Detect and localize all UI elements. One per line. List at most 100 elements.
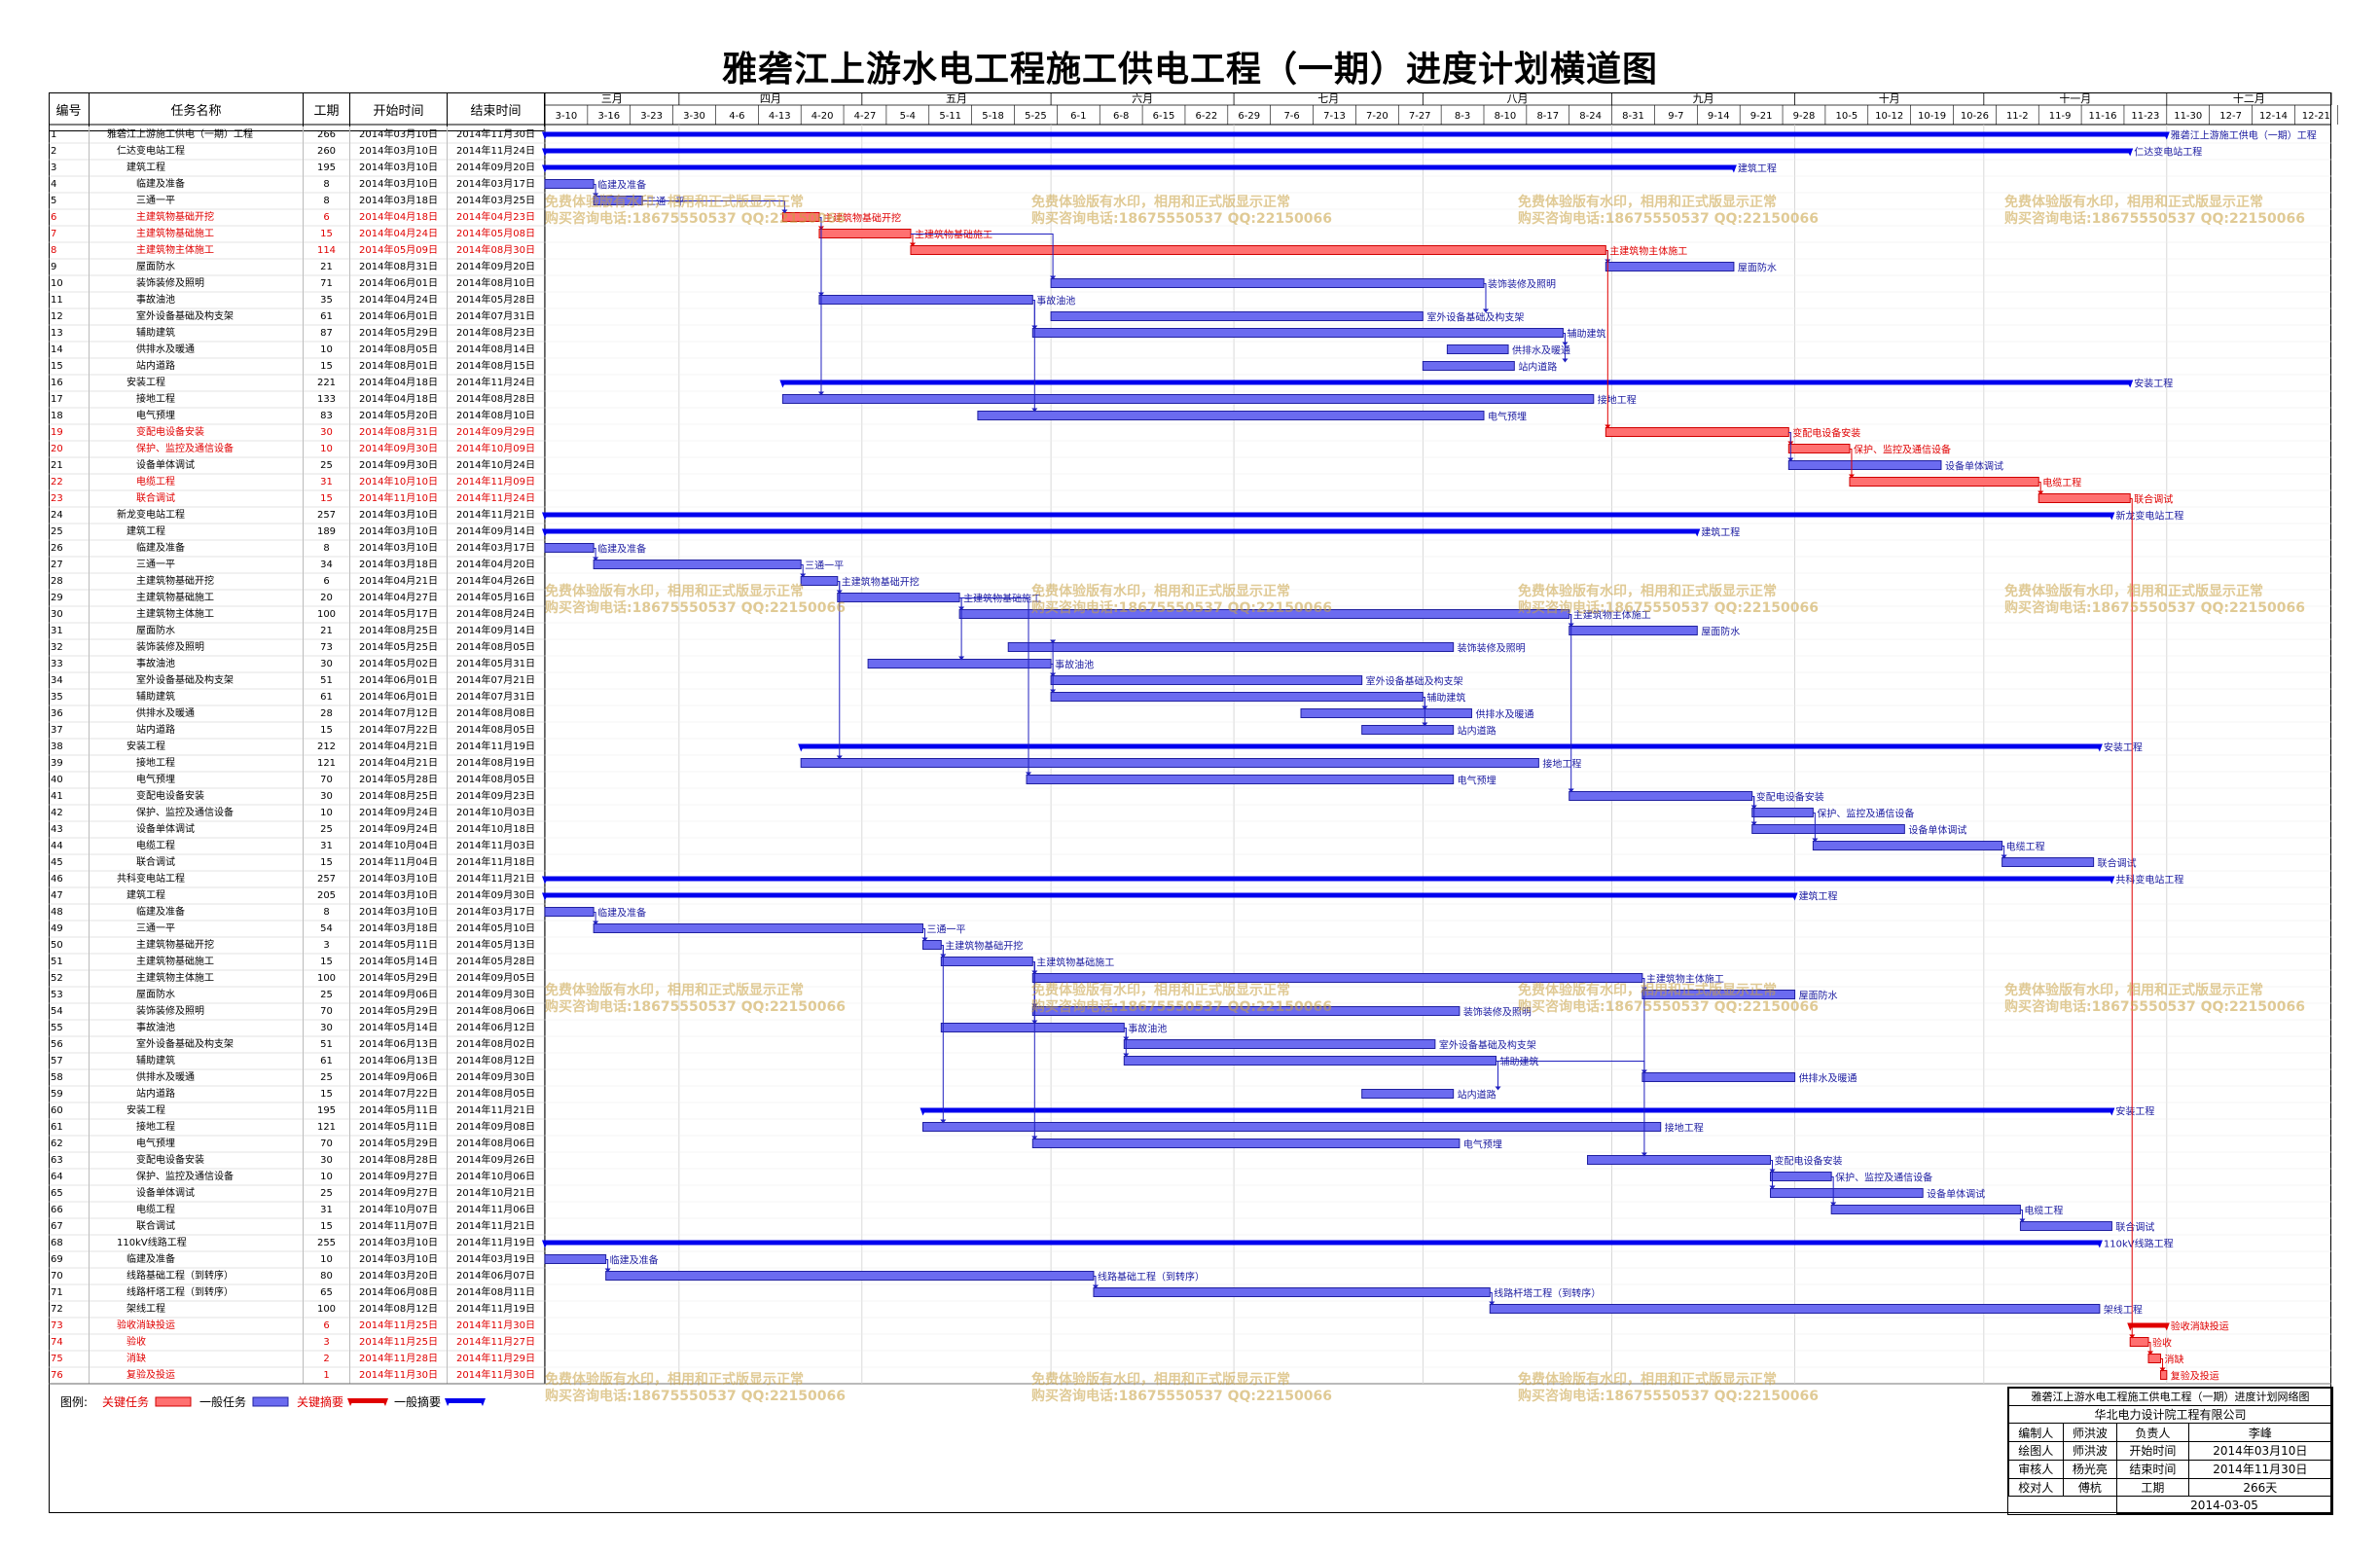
week-label: 12-7	[2219, 111, 2242, 122]
cell-dur: 189	[304, 524, 350, 540]
cell-no: 57	[49, 1053, 90, 1069]
task-bar	[1812, 841, 2003, 850]
summary-cap	[2108, 512, 2115, 521]
dependency-link	[2001, 846, 2005, 858]
cell-no: 19	[49, 424, 90, 441]
signoff-cell: 2014年11月30日	[2187, 1459, 2333, 1479]
task-bar	[1587, 1155, 1772, 1165]
cell-dur: 25	[304, 821, 350, 838]
bar-label: 设备单体调试	[1908, 824, 1966, 837]
task-bar	[940, 957, 1033, 966]
cell-dur: 30	[304, 788, 350, 805]
bar-label: 电气预埋	[1458, 775, 1497, 787]
task-bar	[800, 758, 1539, 768]
cell-start: 2014年07月22日	[350, 1086, 448, 1102]
week-label: 4-27	[854, 111, 877, 122]
cell-no: 36	[49, 705, 90, 722]
dependency-arrow	[593, 193, 599, 198]
cell-no: 21	[49, 457, 90, 474]
cell-no: 7	[49, 226, 90, 242]
dependency-arrow	[836, 755, 843, 760]
col-header-no: 编号	[49, 92, 90, 131]
week-label: 5-11	[939, 111, 961, 122]
cell-name: 装饰装修及照明	[90, 1003, 304, 1020]
task-bar	[1489, 1304, 2101, 1314]
bar-label: 屋面防水	[1701, 626, 1740, 638]
signoff-cell: 编制人	[2008, 1423, 2064, 1443]
cell-no: 67	[49, 1218, 90, 1235]
cell-dur: 133	[304, 391, 350, 408]
cell-name: 电气预埋	[90, 1136, 304, 1152]
cell-start: 2014年07月12日	[350, 705, 448, 722]
cell-dur: 61	[304, 689, 350, 705]
signoff-cell: 绘图人	[2008, 1441, 2064, 1461]
task-bar	[867, 659, 1052, 669]
dependency-arrow	[1092, 1284, 1099, 1289]
cell-dur: 15	[304, 954, 350, 970]
week-label: 6-22	[1196, 111, 1218, 122]
cell-dur: 21	[304, 623, 350, 639]
cell-start: 2014年05月29日	[350, 970, 448, 987]
cell-start: 2014年04月18日	[350, 375, 448, 391]
dependency-link	[1051, 664, 1054, 693]
signoff-cell: 李峰	[2187, 1423, 2333, 1443]
cell-name: 电缆工程	[90, 1202, 304, 1218]
cell-name: 仁达变电站工程	[90, 143, 304, 160]
cell-no: 50	[49, 937, 90, 954]
cell-name: 变配电设备安装	[90, 788, 304, 805]
month-label: 八月	[1506, 92, 1528, 105]
bar-label: 接地工程	[1542, 758, 1581, 771]
cell-name: 装饰装修及照明	[90, 275, 304, 292]
month-label: 三月	[601, 92, 623, 105]
cell-no: 66	[49, 1202, 90, 1218]
cell-no: 38	[49, 739, 90, 755]
task-bar	[1446, 344, 1509, 354]
cell-dur: 8	[304, 904, 350, 921]
bar-label: 建筑工程	[1738, 163, 1777, 175]
cell-start: 2014年09月06日	[350, 1069, 448, 1086]
cell-dur: 71	[304, 275, 350, 292]
dependency-arrow	[1031, 1136, 1038, 1140]
cell-no: 62	[49, 1136, 90, 1152]
legend-swatch-summary-caps	[445, 1398, 486, 1406]
bar-label: 联合调试	[2134, 493, 2173, 506]
dependency-arrow	[1787, 457, 1794, 462]
summary-bar	[545, 1240, 2100, 1246]
week-label: 3-10	[556, 111, 578, 122]
dependency-link	[2020, 1210, 2023, 1222]
signoff-cell: 266天	[2187, 1477, 2333, 1498]
week-label: 7-27	[1409, 111, 1431, 122]
summary-cap	[542, 528, 549, 537]
signoff-cell: 审核人	[2008, 1459, 2064, 1479]
cell-name: 保护、监控及通信设备	[90, 1169, 304, 1185]
bar-label: 设备单体调试	[1945, 460, 2003, 473]
task-bar	[1031, 1006, 1460, 1016]
cell-start: 2014年08月05日	[350, 342, 448, 358]
col-header-name: 任务名称	[90, 92, 304, 131]
cell-dur: 31	[304, 474, 350, 490]
cell-name: 事故油池	[90, 656, 304, 672]
signoff-cell: 校对人	[2008, 1477, 2064, 1498]
cell-name: 安装工程	[90, 1102, 304, 1119]
cell-name: 共科变电站工程	[90, 871, 304, 887]
task-bar	[1050, 692, 1424, 702]
cell-no: 60	[49, 1102, 90, 1119]
dependency-arrow	[2129, 1334, 2136, 1339]
week-label: 9-14	[1708, 111, 1730, 122]
week-label: 9-21	[1750, 111, 1773, 122]
week-label: 6-8	[1113, 111, 1129, 122]
cell-name: 主建筑物主体施工	[90, 242, 304, 259]
task-bar	[1787, 460, 1942, 470]
cell-name: 电缆工程	[90, 838, 304, 854]
legend-item: 关键摘要	[297, 1395, 344, 1409]
dependency-arrow	[1482, 308, 1489, 313]
cell-name: 线路杆塔工程（到转序）	[90, 1284, 304, 1301]
bar-label: 变配电设备安装	[1792, 427, 1860, 440]
week-label: 8-3	[1455, 111, 1470, 122]
week-label: 6-1	[1070, 111, 1086, 122]
cell-no: 51	[49, 954, 90, 970]
cell-name: 线路基础工程（到转序）	[90, 1268, 304, 1284]
bar-label: 事故油池	[1036, 295, 1075, 307]
bar-label: 变配电设备安装	[1756, 791, 1824, 804]
bar-label: 室外设备基础及构支架	[1366, 675, 1463, 688]
